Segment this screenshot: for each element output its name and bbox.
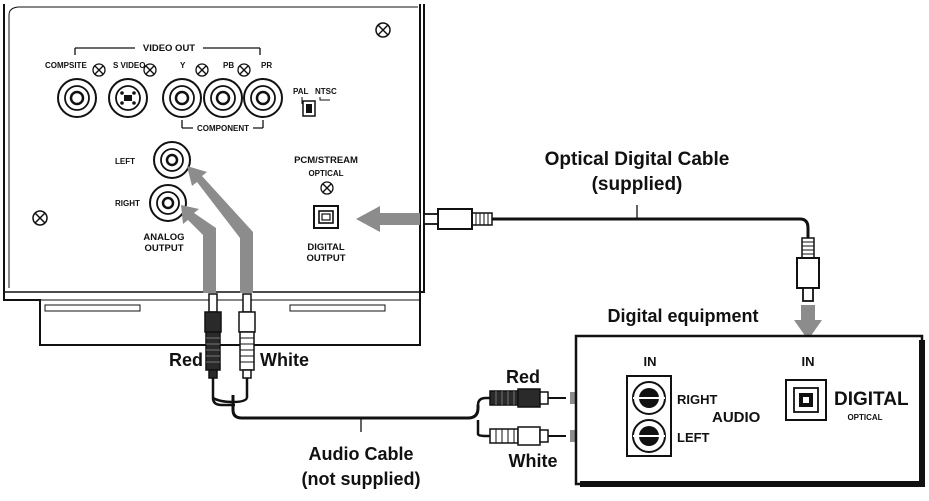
white-plug bbox=[238, 293, 256, 379]
analog-output-label-2: OUTPUT bbox=[144, 243, 183, 254]
optical-cable bbox=[423, 205, 820, 302]
y-jack bbox=[162, 78, 202, 118]
optical-cable-label-2: (supplied) bbox=[592, 174, 683, 195]
audio-input-panel bbox=[626, 375, 672, 457]
analog-right-jack bbox=[149, 184, 187, 222]
audio-cable bbox=[211, 372, 490, 438]
red-label-right: Red bbox=[506, 367, 540, 387]
white-plug bbox=[489, 426, 566, 446]
white-label-left: White bbox=[260, 350, 309, 370]
optical-input-label: OPTICAL bbox=[847, 413, 882, 422]
ntsc-label: NTSC bbox=[315, 87, 337, 96]
s-video-label: S VIDEO bbox=[113, 61, 145, 70]
in-audio-label: IN bbox=[644, 354, 657, 369]
in-digital-label: IN bbox=[802, 354, 815, 369]
composite-jack bbox=[57, 78, 97, 118]
video-out-label: VIDEO OUT bbox=[143, 43, 195, 54]
audio-cable-label-2: (not supplied) bbox=[302, 469, 421, 489]
audio-right-label: RIGHT bbox=[677, 392, 718, 407]
arrow-to-optical-output bbox=[356, 206, 420, 232]
analog-left-label: LEFT bbox=[115, 157, 135, 166]
red-plug bbox=[204, 293, 222, 379]
optical-out-label: OPTICAL bbox=[308, 169, 343, 178]
s-video-jack bbox=[108, 78, 148, 118]
screw-icon bbox=[320, 181, 334, 195]
digital-output-label-1: DIGITAL bbox=[307, 242, 344, 253]
pcm-stream-label: PCM/STREAM bbox=[294, 155, 358, 166]
arrow-to-digital-in bbox=[794, 305, 822, 340]
screw-icon bbox=[32, 210, 48, 226]
digital-output-label-2: OUTPUT bbox=[306, 253, 345, 264]
component-label: COMPONENT bbox=[197, 124, 249, 133]
pal-label: PAL bbox=[293, 87, 309, 96]
optical-input-jack bbox=[785, 379, 827, 421]
pal-ntsc-switch bbox=[302, 100, 316, 117]
audio-label: AUDIO bbox=[712, 409, 761, 426]
red-label-left: Red bbox=[169, 350, 203, 370]
red-plug bbox=[489, 388, 566, 408]
optical-output-jack bbox=[313, 205, 339, 229]
white-label-right: White bbox=[509, 451, 558, 471]
analog-left-jack bbox=[153, 141, 191, 179]
analog-output-label-1: ANALOG bbox=[143, 232, 184, 243]
optical-cable-label-1: Optical Digital Cable bbox=[545, 149, 730, 170]
pb-label: PB bbox=[223, 61, 234, 70]
audio-left-label: LEFT bbox=[677, 430, 710, 445]
composite-label: COMPSITE bbox=[45, 61, 87, 70]
audio-cable-label-1: Audio Cable bbox=[308, 444, 413, 464]
y-label: Y bbox=[180, 61, 186, 70]
pr-jack bbox=[243, 78, 283, 118]
arrow-to-analog-right bbox=[181, 205, 216, 293]
pr-label: PR bbox=[261, 61, 272, 70]
digital-input-label: DIGITAL bbox=[834, 389, 909, 410]
screw-icon bbox=[92, 63, 251, 77]
analog-right-label: RIGHT bbox=[115, 199, 140, 208]
pb-jack bbox=[203, 78, 243, 118]
arrow-to-analog-left bbox=[187, 166, 253, 293]
screw-icon bbox=[375, 22, 391, 38]
digital-equipment-title: Digital equipment bbox=[607, 306, 758, 326]
